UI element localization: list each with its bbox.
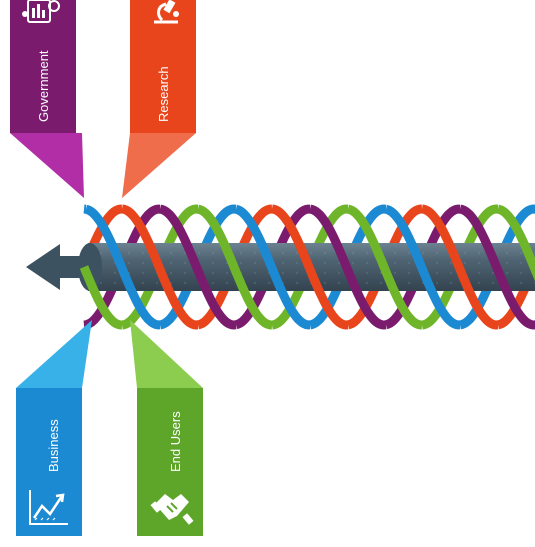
helix-strand-blue xyxy=(384,204,460,330)
clipboard-chart-icon xyxy=(22,0,60,23)
banner-end-users: End Users xyxy=(130,320,203,536)
banner-business-tail xyxy=(16,320,92,388)
banner-research-label: Research xyxy=(156,66,171,122)
banner-research-tail xyxy=(122,133,196,198)
banner-research: Research xyxy=(122,0,196,198)
helix-strand-orange xyxy=(121,204,199,330)
banner-government: Government xyxy=(10,0,84,198)
helix-strand-blue xyxy=(234,204,310,330)
growth-chart-icon xyxy=(29,490,68,525)
microscope-icon xyxy=(154,0,179,24)
handshake-icon xyxy=(150,494,194,525)
helix-strand-green xyxy=(196,204,273,330)
helix-strand-green xyxy=(79,265,123,330)
banner-end-users-tail xyxy=(130,320,203,388)
helix-strand-orange xyxy=(421,204,499,330)
banner-government-tail xyxy=(10,133,84,198)
helix-strand-green xyxy=(496,204,535,282)
banner-end-users-label: End Users xyxy=(168,411,183,472)
helix-strand-green xyxy=(346,204,423,330)
helix-strand-purple xyxy=(459,204,535,330)
arrow-head xyxy=(26,244,80,290)
helix-strand-purple xyxy=(159,204,237,330)
banner-government-label: Government xyxy=(36,50,51,122)
banner-business: Business xyxy=(16,320,92,536)
helix-strand-orange xyxy=(271,204,349,330)
helix-strand-purple xyxy=(309,204,387,330)
helix-strand-blue xyxy=(84,204,160,330)
helix-strands-front xyxy=(79,204,535,330)
banner-business-label: Business xyxy=(46,419,61,472)
